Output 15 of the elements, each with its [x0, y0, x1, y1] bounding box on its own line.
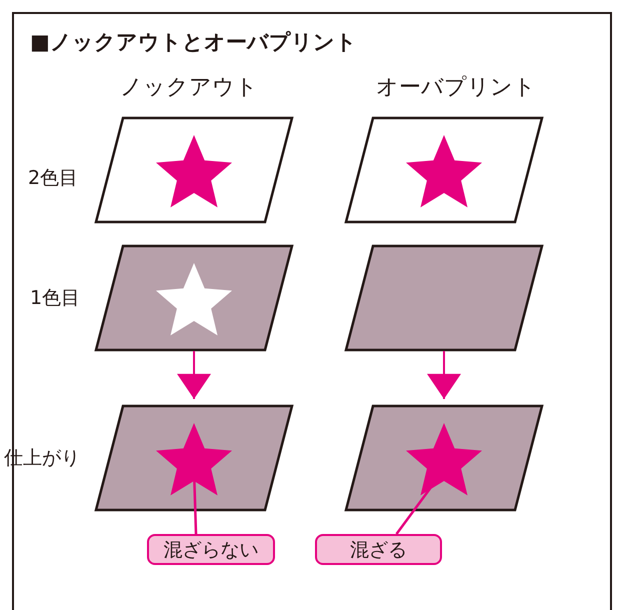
plate-parallelogram [95, 245, 293, 351]
row-label: 2色目 [28, 166, 78, 191]
callout-label: 混ざらない [147, 534, 275, 565]
plate-parallelogram [345, 117, 543, 223]
callout-label: 混ざる [315, 534, 442, 565]
title: ■ノックアウトとオーバプリント [30, 29, 357, 56]
plate-parallelogram [345, 245, 543, 351]
row-label: 1色目 [30, 286, 80, 311]
down-arrow [177, 351, 211, 399]
plate-parallelogram [95, 405, 293, 511]
plate-parallelogram [345, 405, 543, 511]
down-arrow [427, 351, 461, 399]
plate-parallelogram [95, 117, 293, 223]
column-heading: オーバプリント [376, 74, 536, 102]
column-heading: ノックアウト [120, 74, 258, 102]
